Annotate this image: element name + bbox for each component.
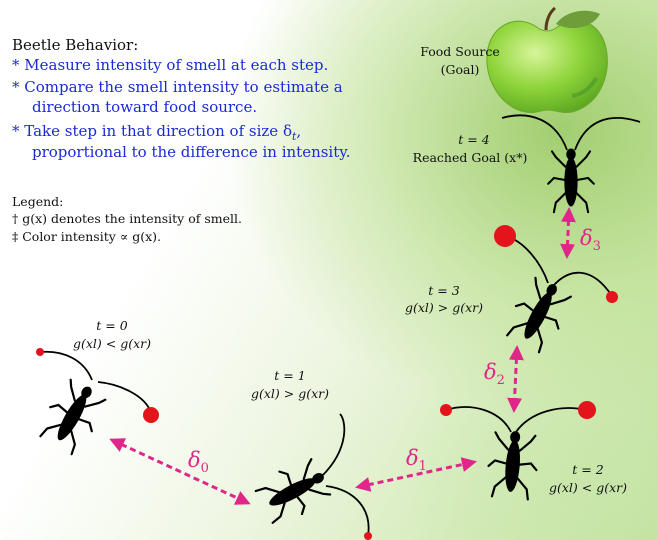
t2-time: t = 2 <box>538 462 638 478</box>
antenna-left-t3 <box>494 225 516 247</box>
food-label-2: (Goal) <box>410 62 510 78</box>
beetle-t0 <box>35 348 159 457</box>
behavior-item-2: * Compare the smell intensity to estimat… <box>12 78 343 97</box>
t4-time: t = 4 <box>424 132 524 148</box>
behavior-item-3-cont: proportional to the difference in intens… <box>32 143 351 162</box>
delta2-label: δ2 <box>484 360 505 388</box>
t2-cond: g(xl) < g(xr) <box>528 480 648 496</box>
antenna-right-t2 <box>578 401 596 419</box>
antenna-left-t2 <box>440 404 452 416</box>
food-label-1: Food Source <box>410 44 510 60</box>
t1-cond: g(xl) > g(xr) <box>230 386 350 402</box>
t0-time: t = 0 <box>62 318 162 334</box>
antenna-right-t0 <box>143 407 159 423</box>
beetle-t1 <box>253 414 372 540</box>
legend-line-1: † g(x) denotes the intensity of smell. <box>12 211 242 227</box>
legend-heading: Legend: <box>12 194 63 210</box>
behavior-item-2-cont: direction toward food source. <box>32 98 257 117</box>
apple-icon <box>487 8 608 113</box>
arrow-delta3 <box>567 210 569 256</box>
t0-cond: g(xl) < g(xr) <box>52 336 172 352</box>
delta3-label: δ3 <box>580 226 601 254</box>
delta0-label: δ0 <box>188 448 209 476</box>
arrow-delta0 <box>112 440 248 503</box>
antenna-right-t1 <box>364 532 372 540</box>
t3-cond: g(xl) > g(xr) <box>384 300 504 316</box>
antenna-left-t0 <box>36 348 44 356</box>
behavior-heading: Beetle Behavior: <box>12 36 138 55</box>
delta1-label: δ1 <box>406 446 427 474</box>
t3-time: t = 3 <box>394 283 494 299</box>
legend-line-2: ‡ Color intensity ∝ g(x). <box>12 229 161 245</box>
t4-cond: Reached Goal (x*) <box>400 150 540 166</box>
behavior-item-1: * Measure intensity of smell at each ste… <box>12 56 328 75</box>
arrow-delta2 <box>514 348 517 410</box>
t1-time: t = 1 <box>240 368 340 384</box>
antenna-right-t3 <box>606 291 618 303</box>
